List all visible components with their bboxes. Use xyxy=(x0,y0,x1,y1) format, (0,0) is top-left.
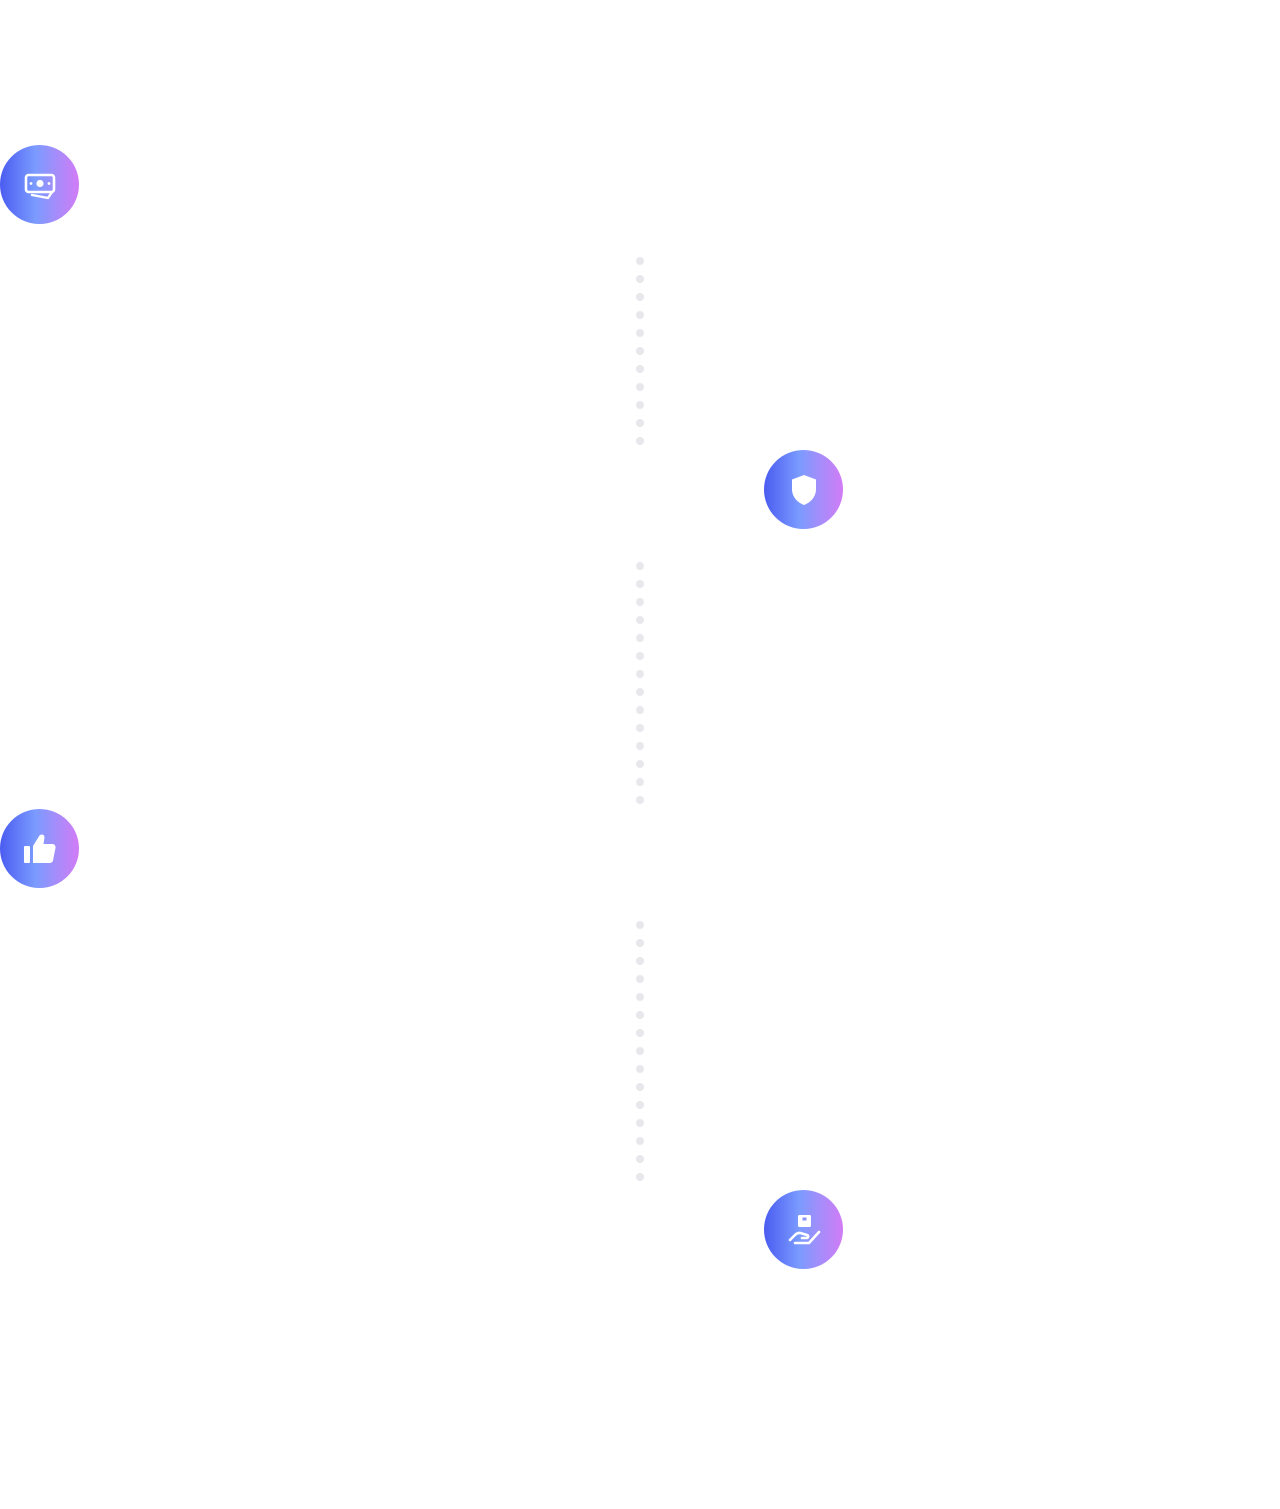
connector-dot xyxy=(636,598,644,606)
connector-dot xyxy=(636,275,644,283)
connector-dot xyxy=(636,724,644,732)
connector-dot xyxy=(636,365,644,373)
connector-dot xyxy=(636,1011,644,1019)
connector-dot xyxy=(636,742,644,750)
connector-dot xyxy=(636,437,644,445)
hand-holding-box-glyph xyxy=(788,1214,820,1244)
connector-dot xyxy=(636,778,644,786)
connector-dot xyxy=(636,652,644,660)
shield-icon xyxy=(764,450,843,529)
connector-dot xyxy=(636,329,644,337)
connector-dot xyxy=(636,706,644,714)
connector-dot xyxy=(636,257,644,265)
hand-holding-box-icon xyxy=(764,1190,843,1269)
connector-dot xyxy=(636,419,644,427)
money-bill-icon xyxy=(0,145,79,224)
connector-dot xyxy=(636,957,644,965)
connector-dot xyxy=(636,1029,644,1037)
timeline-connector xyxy=(636,562,644,804)
connector-dot xyxy=(636,616,644,624)
timeline-connector xyxy=(636,257,644,445)
connector-dot xyxy=(636,401,644,409)
connector-dot xyxy=(636,1119,644,1127)
timeline-connector xyxy=(636,921,644,1181)
connector-dot xyxy=(636,1137,644,1145)
connector-dot xyxy=(636,347,644,355)
money-bill-glyph xyxy=(24,173,55,199)
connector-dot xyxy=(636,1047,644,1055)
connector-dot xyxy=(636,311,644,319)
connector-dot xyxy=(636,634,644,642)
connector-dot xyxy=(636,293,644,301)
shield-glyph xyxy=(791,474,816,505)
thumbs-up-glyph xyxy=(23,833,56,863)
connector-dot xyxy=(636,921,644,929)
connector-dot xyxy=(636,562,644,570)
connector-dot xyxy=(636,993,644,1001)
connector-dot xyxy=(636,760,644,768)
thumbs-up-icon xyxy=(0,809,79,888)
connector-dot xyxy=(636,1101,644,1109)
connector-dot xyxy=(636,796,644,804)
connector-dot xyxy=(636,1083,644,1091)
connector-dot xyxy=(636,580,644,588)
connector-dot xyxy=(636,1065,644,1073)
connector-dot xyxy=(636,1173,644,1181)
connector-dot xyxy=(636,670,644,678)
connector-dot xyxy=(636,939,644,947)
connector-dot xyxy=(636,383,644,391)
connector-dot xyxy=(636,1155,644,1163)
connector-dot xyxy=(636,688,644,696)
connector-dot xyxy=(636,975,644,983)
